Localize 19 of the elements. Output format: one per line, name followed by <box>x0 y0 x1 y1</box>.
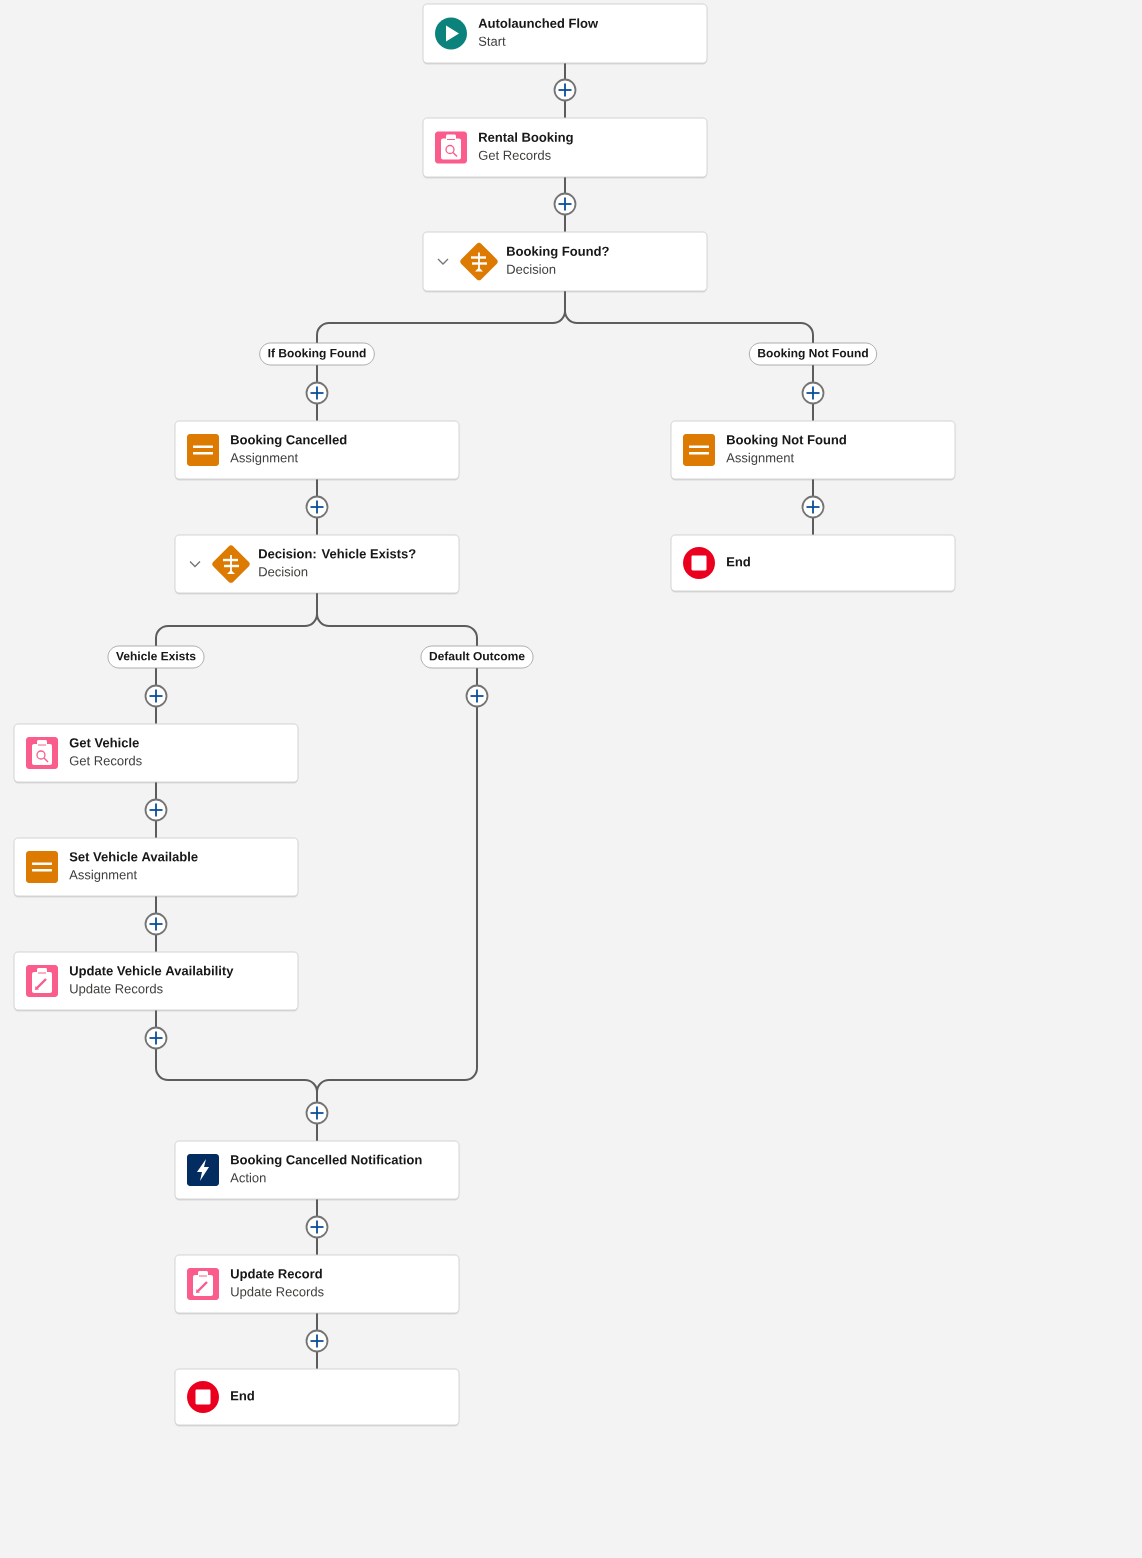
step-box: Set Vehicle Available Assignment <box>13 837 299 898</box>
branch-label: Booking Not Found <box>748 342 878 366</box>
step-box: Get Vehicle Get Records <box>13 723 299 784</box>
step-box: Booking Not Found Assignment <box>670 420 956 481</box>
branch-label: Vehicle Exists <box>107 645 205 669</box>
step-box: Rental Booking Get Records <box>422 117 708 179</box>
step-box: Autolaunched Flow Start <box>422 3 708 65</box>
step-box: End <box>670 534 956 593</box>
step-box: End <box>174 1368 460 1427</box>
step-box: Update Vehicle Availability Update Records <box>13 951 299 1012</box>
step-box: Booking Found? Decision <box>422 231 708 293</box>
connector-line <box>564 290 814 422</box>
connector-line <box>155 1009 318 1142</box>
branch-label: Default Outcome <box>420 645 534 669</box>
step-box: Decision: Vehicle Exists? Decision <box>174 534 460 595</box>
branch-label: If Booking Found <box>259 342 375 366</box>
step-box: Booking Cancelled Notification Action <box>174 1140 460 1201</box>
step-box: Booking Cancelled Assignment <box>174 420 460 481</box>
step-box: Update Record Update Records <box>174 1254 460 1315</box>
